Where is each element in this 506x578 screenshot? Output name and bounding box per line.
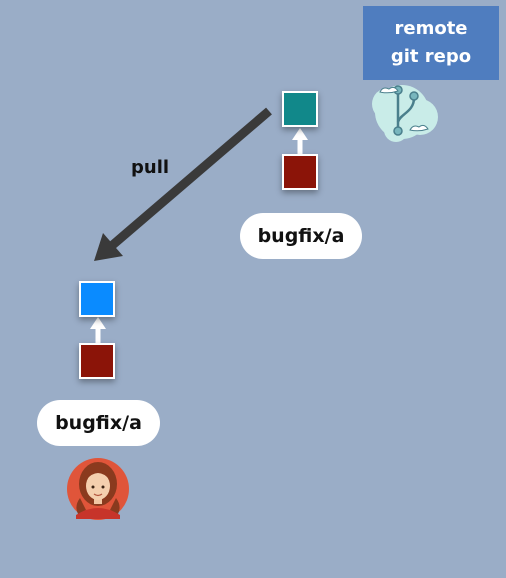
local-parent-arrow (90, 317, 106, 343)
pull-label: pull (131, 157, 170, 178)
pull-arrow (94, 107, 272, 261)
remote-branch-label: bugfix/a (240, 213, 362, 259)
git-branch-cloud-icon (372, 85, 438, 142)
woman-avatar-icon (67, 458, 129, 520)
local-head-commit (79, 281, 115, 317)
local-branch-label: bugfix/a (37, 400, 160, 446)
remote-label-line2: git repo (390, 46, 472, 67)
local-base-commit (79, 343, 115, 379)
remote-head-commit (282, 91, 318, 127)
remote-repo-label: remote git repo (363, 6, 499, 80)
remote-base-commit (282, 154, 318, 190)
remote-label-line1: remote (394, 18, 468, 39)
remote-parent-arrow (292, 128, 308, 154)
